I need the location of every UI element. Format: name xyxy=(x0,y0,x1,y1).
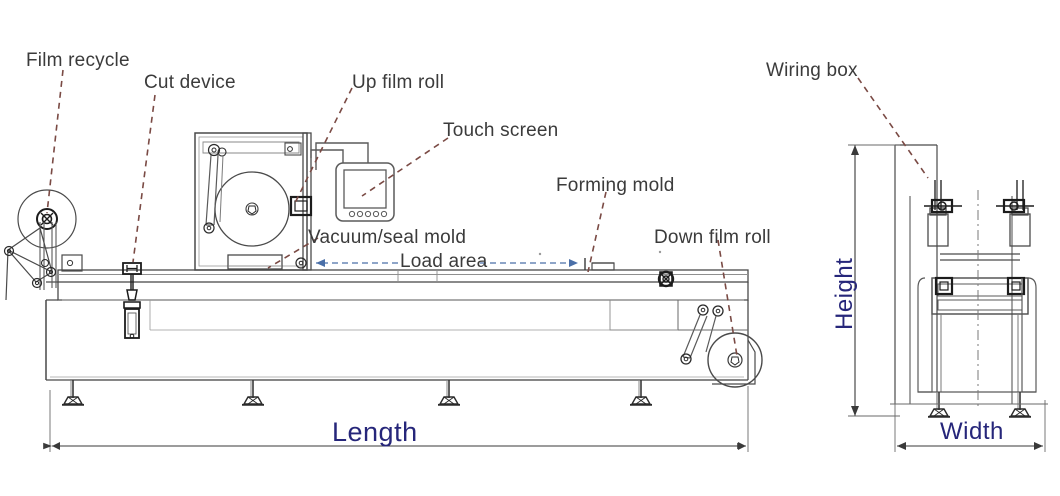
label-up-film-roll: Up film roll xyxy=(352,72,445,93)
label-wiring-box: Wiring box xyxy=(766,60,858,81)
leader-down-film-roll xyxy=(717,239,738,357)
leader-film-recycle xyxy=(46,69,64,214)
leader-vacuum-seal-mold xyxy=(267,237,319,269)
label-load-area: Load area xyxy=(400,251,488,272)
label-vacuum-seal-mold: Vacuum/seal mold xyxy=(308,227,467,248)
label-down-film-roll: Down film roll xyxy=(654,227,771,248)
leader-wiring-box xyxy=(857,77,929,179)
label-forming-mold: Forming mold xyxy=(556,175,675,196)
label-touch-screen: Touch screen xyxy=(443,120,559,141)
label-film-recycle: Film recycle xyxy=(26,50,130,71)
leader-touch-screen xyxy=(361,137,449,197)
dimension-label-width: Width xyxy=(940,418,1004,445)
dimension-label-length: Length xyxy=(332,417,418,447)
label-cut-device: Cut device xyxy=(144,72,236,93)
leader-cut-device xyxy=(132,94,156,263)
dimension-label-height: Height xyxy=(831,257,858,330)
leader-forming-mold xyxy=(587,191,607,273)
